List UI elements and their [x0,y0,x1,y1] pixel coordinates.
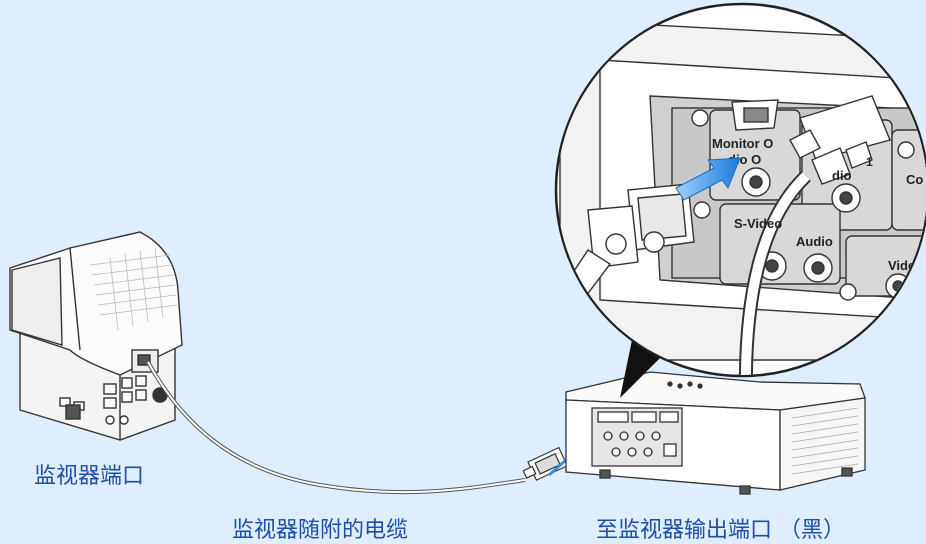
label-s-video: S-Video [734,216,782,231]
monitor-cable [146,361,526,495]
projector-icon [565,371,866,495]
monitor-crt-icon [9,231,183,441]
label-monitor-out: Monitor O [712,136,773,151]
label-video: Vide [888,258,915,273]
label-audio: Audio [796,234,833,249]
label-audio-small: dio [832,168,852,183]
label-num: 1 [866,155,873,169]
caption-cable: 监视器随附的电缆 [232,518,409,543]
zoom-detail: Monitor O dio O dio 1 Co S-Video Audio V… [554,2,926,378]
caption-monitor-port: 监视器端口 [34,464,145,489]
label-computer: Co [906,172,923,187]
zoom-pointer [620,340,660,398]
caption-projector-output: 至监视器输出端口 （黑） [596,518,845,543]
vga-connector-icon [522,446,569,481]
